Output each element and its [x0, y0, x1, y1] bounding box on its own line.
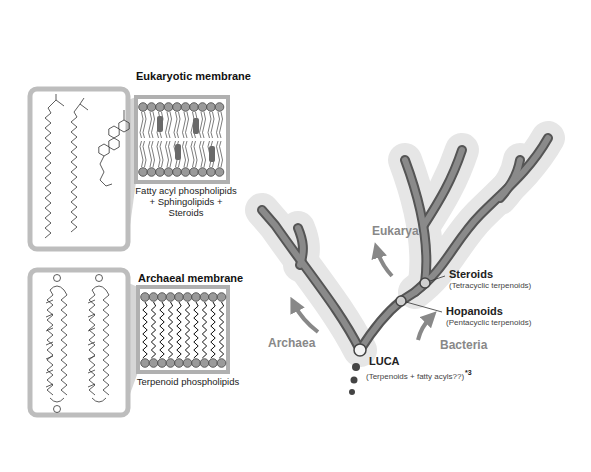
- panel-caption: Fatty acyl phospholipids + Sphingolipids…: [130, 185, 242, 218]
- membrane-bilayer: [141, 293, 226, 368]
- membrane-space: [130, 83, 242, 185]
- tree-label: (Pentacyclic terpenoids): [446, 318, 531, 327]
- panel-heading: Archaeal membrane: [132, 271, 244, 285]
- membrane-frame: [138, 287, 228, 372]
- tree-label: (Tetracyclic terpenoids): [449, 281, 531, 290]
- tree-label: Steroids: [449, 268, 493, 280]
- tree-label: (Terpenoids + fatty acyls??): [366, 372, 464, 381]
- footnote-mark: *3: [465, 369, 472, 376]
- tree-branches: [262, 138, 548, 350]
- molecule-box: [30, 89, 128, 249]
- panel-heading: Eukaryotic membrane: [130, 69, 242, 83]
- panel-caption: Terpenoid phospholipids: [132, 376, 244, 387]
- domain-label: Archaea: [268, 336, 315, 350]
- direction-arrow: [294, 250, 431, 340]
- membrane-panel: Eukaryotic membraneFatty acyl phospholip…: [130, 69, 242, 218]
- domain-label: Bacteria: [440, 338, 487, 352]
- membrane-frame: [136, 97, 228, 182]
- lipid-structures: [46, 275, 109, 413]
- tree-label: LUCA: [369, 355, 400, 367]
- membrane-panel: Archaeal membraneTerpenoid phospholipids: [132, 271, 244, 387]
- domain-label: Eukarya: [372, 224, 419, 238]
- molecule-box: [30, 270, 128, 415]
- tree-halo: [262, 138, 548, 350]
- membrane-bilayer: [139, 103, 224, 177]
- root-dots: [349, 363, 360, 395]
- tree-label: Hopanoids: [446, 305, 503, 317]
- event-circle: [354, 278, 430, 356]
- lipid-structures: [45, 94, 129, 238]
- leader-line: [406, 276, 445, 312]
- membrane-space: [132, 285, 244, 376]
